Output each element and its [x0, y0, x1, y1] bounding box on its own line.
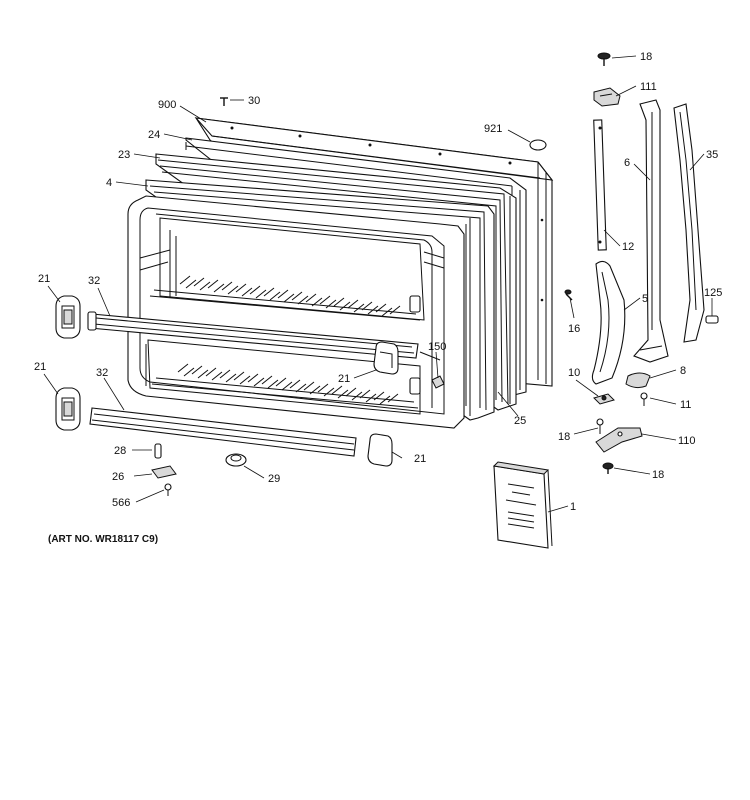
shelf-end-cap-21-mid: [373, 341, 399, 375]
screw-18-bottom: [602, 462, 614, 474]
pin-28: [154, 443, 162, 459]
callout-32-top: 32: [88, 275, 100, 287]
callout-566: 566: [112, 497, 130, 509]
callout-10: 10: [568, 367, 580, 379]
callout-21-mid: 21: [338, 373, 350, 385]
screw-16: [564, 289, 573, 301]
leader-lines: [43, 55, 713, 513]
screw-11: [640, 392, 648, 406]
bushing-8: [625, 372, 651, 389]
bracket-21-left-bottom: [55, 387, 81, 431]
callout-8: 8: [680, 365, 686, 377]
callout-21-left-bottom: 21: [34, 361, 46, 373]
callout-26: 26: [112, 471, 124, 483]
art-number-caption: (ART NO. WR18117 C9): [48, 534, 158, 545]
callout-6: 6: [624, 157, 630, 169]
screw-30: [220, 97, 228, 106]
door-liner: [127, 195, 465, 429]
plate-26: [151, 465, 177, 479]
callout-35: 35: [706, 149, 718, 161]
screw-18-mid: [596, 418, 604, 434]
callout-28: 28: [114, 445, 126, 457]
callout-18-mid: 18: [558, 431, 570, 443]
callout-110: 110: [678, 435, 696, 447]
callout-900: 900: [158, 99, 176, 111]
callout-29: 29: [268, 473, 280, 485]
callout-21-left-top: 21: [38, 273, 50, 285]
callout-1: 1: [570, 501, 576, 513]
callout-4: 4: [106, 177, 112, 189]
callout-11: 11: [680, 399, 691, 411]
callout-23: 23: [118, 149, 130, 161]
hinge-cap-111: [593, 87, 621, 107]
callout-125: 125: [704, 287, 722, 299]
callout-150: 150: [428, 341, 446, 353]
callout-labels: 900 30 24 921 23 4 18 111 6 35 12 21 32 …: [34, 51, 722, 513]
grommet-29: [225, 453, 247, 467]
hinge-channel-6: [633, 99, 669, 363]
plug-921: [529, 139, 547, 151]
clip-150: [431, 375, 445, 389]
upper-shelf-ribs: [149, 275, 421, 321]
screw-18-top: [597, 52, 611, 66]
callout-18-bottom: 18: [652, 469, 664, 481]
hinge-bracket-110: [595, 427, 643, 453]
hinge-pin-10: [593, 393, 615, 405]
callout-18-top: 18: [640, 51, 652, 63]
shelf-bar-32-top: [87, 311, 419, 359]
gasket-strip-35: [673, 103, 705, 343]
hinge-bar-12: [593, 119, 607, 251]
manual-booklet-1: [492, 461, 553, 549]
plug-125: [705, 315, 719, 324]
shelf-bar-32-bottom: [89, 407, 357, 457]
callout-30: 30: [248, 95, 260, 107]
bracket-21-left-top: [55, 295, 81, 339]
callout-5: 5: [642, 293, 648, 305]
callout-111: 111: [640, 81, 657, 93]
lower-shelf-ribs: [151, 363, 419, 409]
callout-24: 24: [148, 129, 160, 141]
shelf-end-cap-21-right: [367, 433, 393, 467]
callout-12: 12: [622, 241, 634, 253]
callout-16: 16: [568, 323, 580, 335]
callout-32-bottom: 32: [96, 367, 108, 379]
callout-921: 921: [484, 123, 502, 135]
screw-566: [164, 483, 172, 496]
callout-25: 25: [514, 415, 526, 427]
hinge-cover-5: [591, 260, 626, 385]
callout-21-right: 21: [414, 453, 426, 465]
